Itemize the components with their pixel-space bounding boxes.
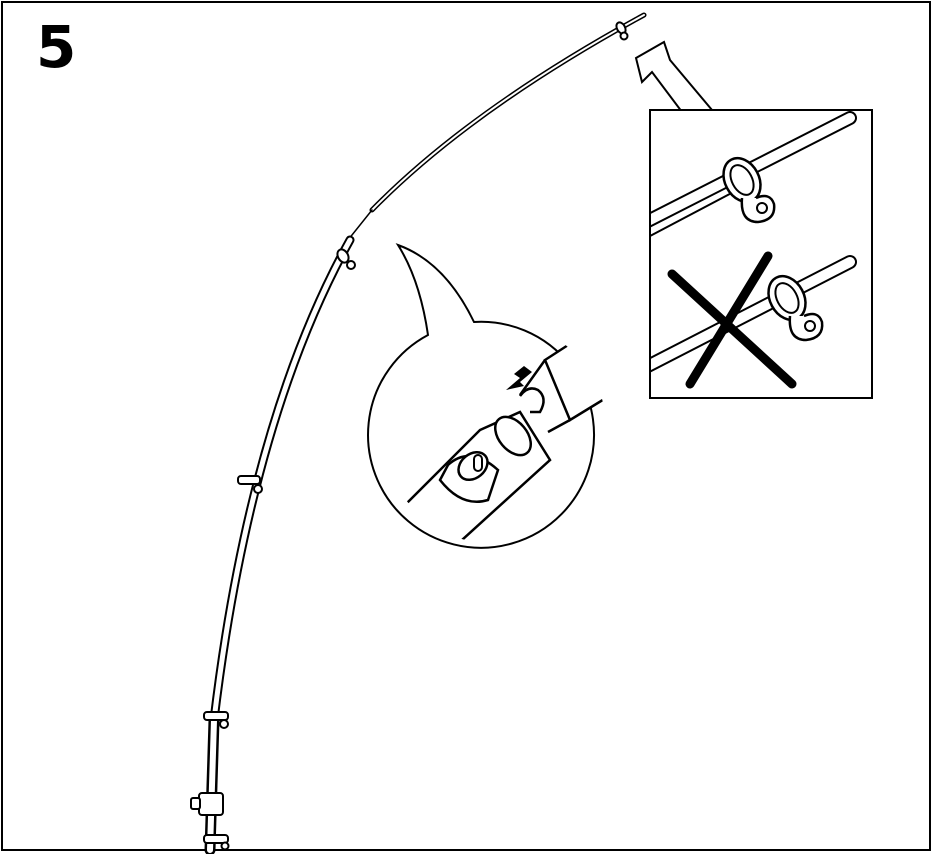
clip-bottom (203, 834, 230, 851)
clip-upper (336, 248, 356, 270)
clip-lower (203, 711, 229, 729)
arc-top-section-fill (371, 14, 645, 211)
lamp-arc (204, 12, 647, 854)
detail-panel (649, 109, 873, 399)
arc-middle-section-fill (211, 237, 353, 723)
clip-top (615, 21, 629, 41)
cross-mark-icon (667, 251, 797, 389)
insert-direction-arrow-icon (506, 366, 532, 390)
clip-on-rod-incorrect-icon (651, 255, 857, 373)
clip-on-rod-correct-icon (651, 111, 857, 237)
step-number: 5 (36, 13, 77, 81)
clip-middle (237, 475, 263, 494)
height-knob (190, 792, 224, 816)
base-tube-fill (207, 717, 217, 853)
arc-clips (190, 21, 629, 851)
arc-wire (347, 209, 373, 241)
